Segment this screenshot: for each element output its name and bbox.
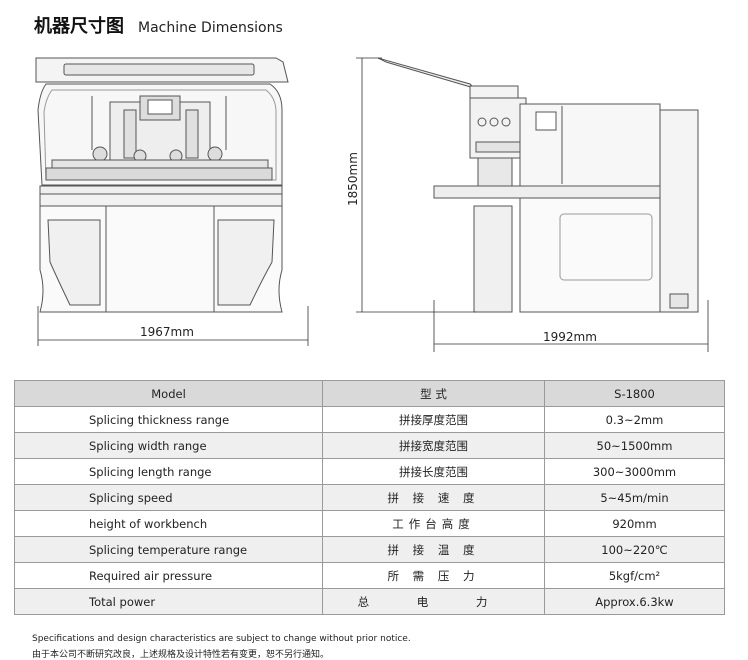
side-width-dimension (433, 300, 709, 352)
spec-name: height of workbench (14, 510, 323, 537)
height-label: 1850mm (346, 152, 360, 206)
spec-value: 50~1500mm (544, 432, 725, 459)
table-row: Splicing speed 拼 接 速 度 5~45m/min (14, 484, 725, 511)
front-width-label: 1967mm (140, 325, 194, 339)
header-type-cn: 型 式 (322, 380, 545, 407)
spec-table: Model 型 式 S-1800 Splicing thickness rang… (14, 380, 725, 615)
table-row: height of workbench 工作台高度 920mm (14, 510, 725, 537)
height-dimension (356, 57, 476, 313)
front-view-drawing (35, 57, 289, 313)
spec-name: Splicing width range (14, 432, 323, 459)
front-width-dimension (37, 306, 309, 346)
spec-name-cn: 总 电 力 (322, 588, 545, 615)
spec-name-cn: 拼接宽度范围 (322, 432, 545, 459)
spec-name-cn: 工作台高度 (322, 510, 545, 537)
spec-name-cn: 拼接厚度范围 (322, 406, 545, 433)
page-title: 机器尺寸图 Machine Dimensions (34, 12, 283, 38)
header-model-number: S-1800 (544, 380, 725, 407)
table-row: Splicing width range 拼接宽度范围 50~1500mm (14, 432, 725, 459)
spec-name-cn: 所 需 压 力 (322, 562, 545, 589)
spec-name-cn: 拼 接 速 度 (322, 484, 545, 511)
title-english: Machine Dimensions (138, 20, 283, 36)
spec-name: Splicing temperature range (14, 536, 323, 563)
spec-name: Splicing thickness range (14, 406, 323, 433)
spec-value: 5kgf/cm² (544, 562, 725, 589)
spec-value: Approx.6.3kw (544, 588, 725, 615)
header-model: Model (14, 380, 323, 407)
spec-name: Total power (14, 588, 323, 615)
table-row: Total power 总 电 力 Approx.6.3kw (14, 588, 725, 615)
table-row: Splicing thickness range 拼接厚度范围 0.3~2mm (14, 406, 725, 433)
spec-value: 0.3~2mm (544, 406, 725, 433)
machine-dimension-drawing: 1967mm 1992mm 1850mm (35, 57, 709, 352)
side-width-label: 1992mm (543, 330, 597, 344)
table-row: Splicing length range 拼接长度范围 300~3000mm (14, 458, 725, 485)
spec-name: Splicing speed (14, 484, 323, 511)
side-view-drawing (377, 57, 699, 313)
footnote-english: Specifications and design characteristic… (32, 634, 411, 644)
spec-value: 920mm (544, 510, 725, 537)
table-header-row: Model 型 式 S-1800 (14, 380, 725, 407)
spec-name: Required air pressure (14, 562, 323, 589)
spec-name-cn: 拼 接 温 度 (322, 536, 545, 563)
spec-value: 300~3000mm (544, 458, 725, 485)
spec-name: Splicing length range (14, 458, 323, 485)
spec-value: 5~45m/min (544, 484, 725, 511)
spec-name-cn: 拼接长度范围 (322, 458, 545, 485)
table-row: Splicing temperature range 拼 接 温 度 100~2… (14, 536, 725, 563)
spec-value: 100~220℃ (544, 536, 725, 563)
footnote-chinese: 由于本公司不断研究改良，上述规格及设计特性若有变更，恕不另行通知。 (32, 650, 330, 660)
title-chinese: 机器尺寸图 (34, 16, 124, 37)
table-row: Required air pressure 所 需 压 力 5kgf/cm² (14, 562, 725, 589)
